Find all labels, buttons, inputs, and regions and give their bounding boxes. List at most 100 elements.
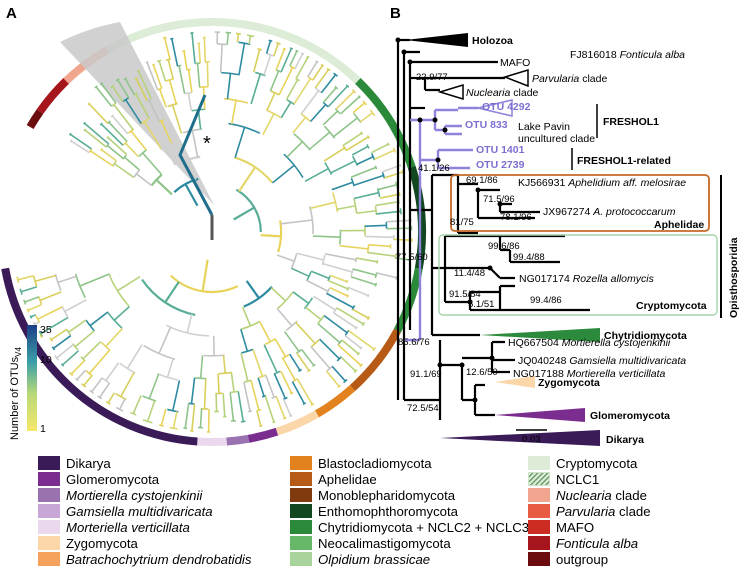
ring-segment [275,410,319,436]
tree-branch [377,181,399,191]
lake-pavin-triangle [477,99,513,117]
tree-branch [54,273,77,291]
label-otu833: OTU 833 [465,119,508,131]
label-protococcarum: JX967274 A. protococcarum [543,206,676,218]
legend-swatch [528,456,550,470]
bootstrap-label: 12.6/50 [466,367,498,378]
tree-branch [74,273,110,298]
legend-swatch [38,488,60,502]
tree-branch [342,131,364,147]
ring-segment [26,109,44,130]
tree-branch [197,42,202,64]
tree-branch [312,229,342,245]
label-fonticula: FJ816018 Fonticula alba [570,49,685,61]
tree-branch [260,220,283,253]
tree-branch [83,128,107,148]
tree-branch [115,372,135,401]
tree-branch [229,372,239,394]
tree-branch [282,398,293,418]
tree-branch [138,149,163,176]
tree-branch [105,143,124,160]
tree-branch [286,133,311,158]
tree-branch [122,154,141,171]
legend-swatch [38,472,60,486]
tree-branch [270,286,294,310]
bootstrap-label: 77.5/60 [396,252,428,263]
legend-swatch [528,472,550,486]
ring-segment [1,267,198,446]
tree-branch [54,343,74,361]
tree-branch [322,85,339,104]
tree-branch [110,84,124,103]
tree-branch [238,41,251,75]
tree-branch [322,108,341,126]
tree-branch [276,253,298,269]
tree-branch [352,308,371,321]
ring-segment [226,434,250,446]
tree-branch [317,322,343,346]
legend-label: Gamsiella multidivaricata [66,503,213,519]
tree-branch [152,63,163,89]
tree-branch [87,102,109,124]
tree-branch [359,109,376,123]
label-dikarya: Dikarya [606,434,644,446]
tree-branch [157,87,167,108]
legend-swatch [528,488,550,502]
support-dots [395,37,503,403]
tree-branch [273,373,288,401]
tree-branch [323,145,347,162]
tree-branch [65,319,87,336]
tree-branch [122,97,142,124]
tree-branch [169,259,239,294]
tree-branch [273,41,281,57]
tree-branch [283,331,302,354]
highlight-branch [178,94,214,216]
tree-branch [348,286,370,298]
tree-branch [243,280,273,308]
bootstrap-label: 85.6/76 [398,337,430,348]
tree-branch [356,206,378,216]
tree-branch [364,221,388,229]
tree-branch [222,393,227,418]
tree-branch [49,328,68,342]
tree-branch [115,78,130,99]
tree-branch [324,253,358,263]
ring-segment [314,385,356,418]
tree-branch [309,101,329,123]
tree-branch [200,378,209,410]
tree-branch [158,118,173,144]
label-zygomycota: Zygomycota [538,377,600,389]
tree-branch [68,132,92,150]
legend-label: Enthomophthoromycota [318,503,459,519]
tree-branch [106,135,128,156]
tree-branch [333,312,358,330]
holozoa-triangle [405,33,468,47]
tree-branch [69,139,90,154]
tree-branch [331,177,355,191]
tree-branch [350,275,378,287]
tree-branch [182,128,203,158]
tree-branch [348,330,376,352]
bootstrap-label: 5.1/51 [468,299,494,310]
label-otu4292: OTU 4292 [482,101,531,113]
tree-branch [332,112,362,138]
tree-branch [240,329,254,354]
ring-segment [247,427,279,443]
asterisk-marker: * [203,133,211,155]
tree-branch [146,98,161,123]
tree-branch [106,120,128,143]
bootstrap-label: 69.1/86 [466,175,498,186]
tree-branch [35,306,63,324]
nuclearia-triangle [437,83,464,101]
tree-branch [293,76,314,105]
legend-swatch [528,504,550,518]
parvularia-triangle [502,68,529,88]
legend-item: Nuclearia clade [528,486,647,504]
legend-label: NCLC1 [556,471,600,487]
zygomycota-triangle [495,376,535,388]
tree-branch [345,135,371,152]
tree-branch [329,274,349,284]
legend-swatch [290,488,312,502]
tree-branch [313,295,338,313]
legend-item: Olpidium brassicae [290,550,430,568]
